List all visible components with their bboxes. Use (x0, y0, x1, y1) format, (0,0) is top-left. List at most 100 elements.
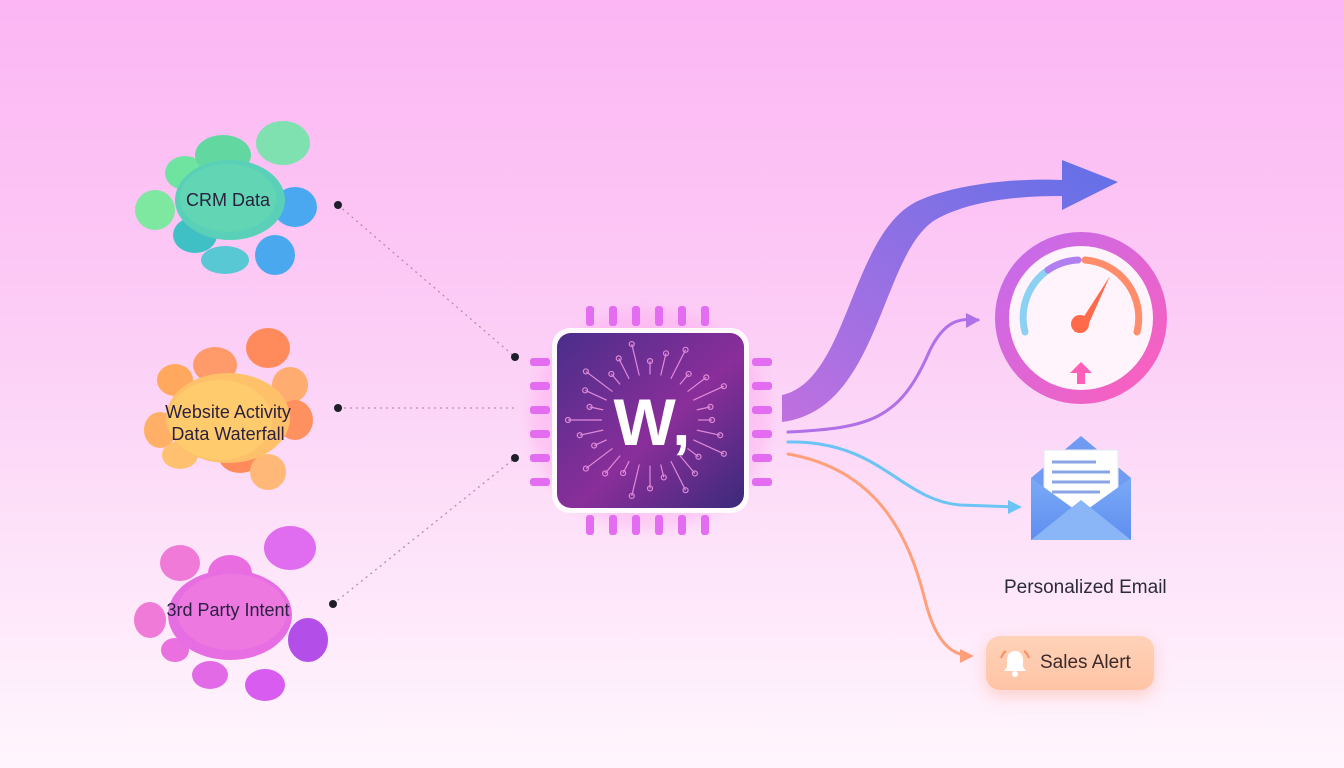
processor-logo: W, (614, 385, 691, 459)
chip-pin-right-4 (752, 430, 772, 438)
circuit-trace (692, 385, 725, 401)
crm-data-label: CRM Data (160, 189, 296, 211)
circuit-node (682, 346, 689, 353)
circuit-trace (692, 439, 725, 455)
crm-connector-dot (334, 201, 342, 209)
chip-pin-left-5 (530, 454, 550, 462)
gauge-flow-line (786, 318, 980, 434)
website-activity-label-line-1: Website Activity (165, 402, 291, 422)
alert-flow-line (786, 452, 972, 658)
circuit-node (576, 432, 583, 439)
chip-pins (530, 306, 772, 535)
growth-arrow (782, 160, 1118, 422)
sales-alert-badge: Sales Alert (986, 636, 1154, 690)
circuit-node (660, 474, 667, 481)
circuit-trace (670, 460, 687, 491)
chip-pin-right-5 (752, 454, 772, 462)
chip-pin-left-3 (530, 406, 550, 414)
chip-pin-top-6 (701, 306, 709, 326)
processor-chip: W, (530, 306, 772, 535)
chip-pin-bottom-2 (609, 515, 617, 535)
third-party-intent-blob (134, 526, 328, 701)
circuit-node (685, 370, 692, 378)
website-activity-blob (144, 328, 313, 490)
circuit-trace (585, 370, 613, 393)
chip-pin-right-6 (752, 478, 772, 486)
circuit-node (602, 470, 609, 477)
chip-pin-right-1 (752, 358, 772, 366)
chip-pin-bottom-6 (701, 515, 709, 535)
circuit-node (703, 374, 710, 381)
chip-pin-left-4 (530, 430, 550, 438)
circuit-trace (604, 455, 621, 474)
chip-input-dot-1 (511, 353, 519, 361)
chip-pin-right-3 (752, 406, 772, 414)
output-flow-lines (786, 318, 1020, 658)
circuit-node (615, 355, 622, 362)
circuit-trace (679, 455, 696, 474)
chip-pin-top-4 (655, 306, 663, 326)
output-arrowheads (960, 313, 1022, 663)
website-activity-label-line-2: Data Waterfall (171, 424, 285, 444)
circuit-trace (687, 376, 707, 393)
chip-pin-bottom-4 (655, 515, 663, 535)
chip-pin-top-2 (609, 306, 617, 326)
circuit-node (582, 465, 589, 472)
envelope-icon (1031, 436, 1131, 540)
personalized-email-label: Personalized Email (1004, 577, 1167, 598)
circuit-node (695, 453, 702, 460)
circuit-node (720, 450, 727, 457)
circuit-trace (631, 343, 640, 376)
third-party-intent-label: 3rd Party Intent (146, 599, 310, 621)
circuit-trace (579, 429, 604, 436)
circuit-node (628, 340, 635, 348)
circuit-node (586, 403, 593, 410)
chip-pin-bottom-1 (586, 515, 594, 535)
circuit-node (646, 358, 654, 365)
circuit-node (628, 492, 635, 500)
chip-pin-bottom-5 (678, 515, 686, 535)
circuit-trace (631, 464, 640, 497)
crm-data-label-line: CRM Data (185, 190, 270, 210)
chip-pin-top-5 (678, 306, 686, 326)
circuit-node (591, 442, 598, 449)
circuit-trace (585, 447, 613, 470)
chip-pin-bottom-3 (632, 515, 640, 535)
circuit-node (582, 387, 589, 394)
circuit-node (707, 403, 714, 410)
speedometer-icon (995, 232, 1167, 404)
input-connectors (332, 204, 516, 605)
chip-pin-right-2 (752, 382, 772, 390)
circuit-node (646, 485, 654, 492)
circuit-node (691, 470, 698, 477)
email-flow-line (786, 440, 1020, 509)
circuit-trace (660, 353, 667, 376)
circuit-node (608, 370, 615, 378)
chip-input-dot-2 (511, 454, 519, 462)
crm-connector (337, 204, 516, 358)
circuit-trace (670, 349, 687, 380)
circuit-node (720, 383, 727, 390)
intent-connector-dot (329, 600, 337, 608)
chip-pin-top-1 (586, 306, 594, 326)
circuit-traces (564, 340, 727, 500)
website-activity-label: Website Activity Data Waterfall (140, 401, 316, 445)
intent-connector (332, 457, 516, 605)
circuit-node (619, 469, 627, 477)
circuit-trace (618, 358, 630, 380)
circuit-trace (696, 429, 721, 436)
circuit-node (717, 432, 724, 439)
bell-icon (998, 646, 1032, 680)
circuit-node (564, 416, 572, 424)
website-connector-dot (334, 404, 342, 412)
crm-data-blob (135, 121, 317, 275)
chip-pin-top-3 (632, 306, 640, 326)
chip-pin-left-1 (530, 358, 550, 366)
chip-pin-left-6 (530, 478, 550, 486)
circuit-node (662, 350, 670, 357)
circuit-trace (584, 389, 608, 401)
sales-alert-label: Sales Alert (1040, 652, 1131, 673)
third-party-intent-label-line: 3rd Party Intent (166, 600, 290, 620)
circuit-node (682, 487, 689, 494)
